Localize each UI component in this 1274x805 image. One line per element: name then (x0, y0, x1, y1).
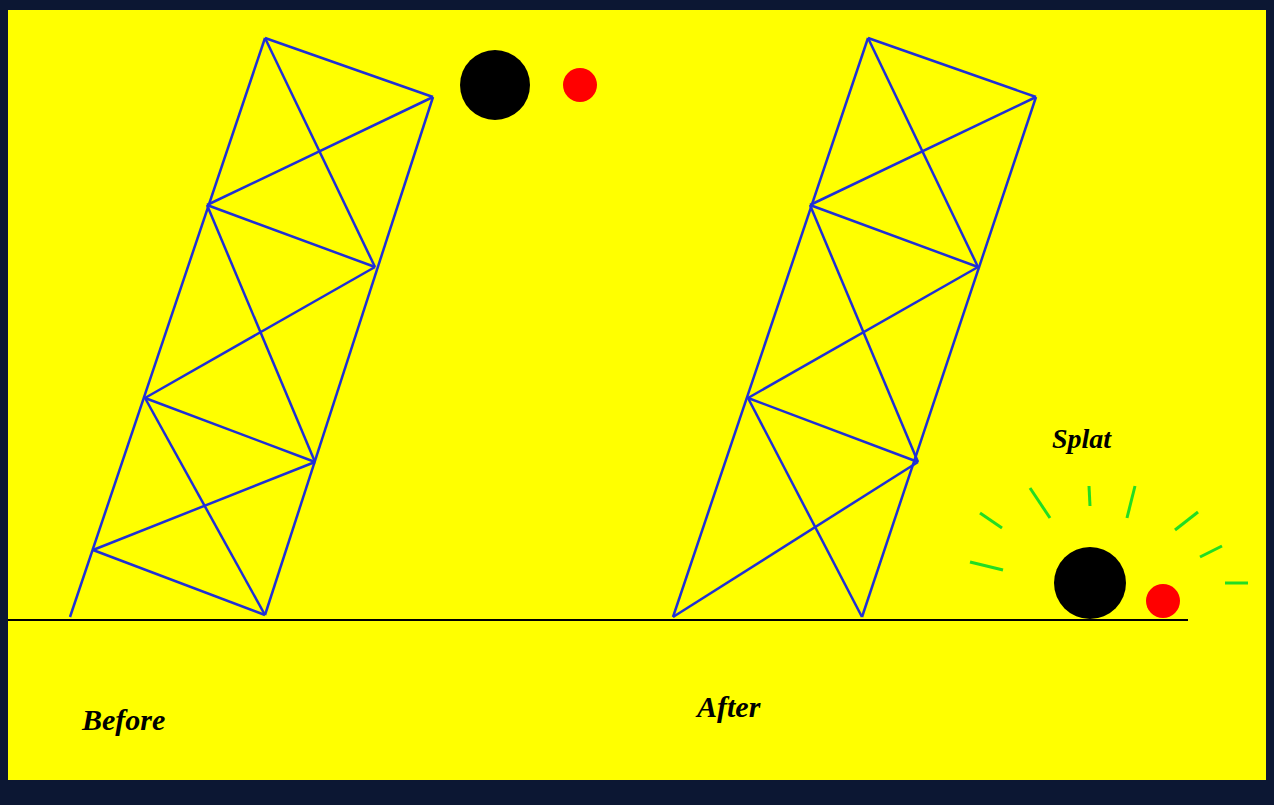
splat-marks (970, 486, 1248, 583)
light-ball (563, 68, 597, 102)
yellow-ground (8, 10, 1266, 780)
truss-tower-after (673, 38, 1036, 617)
caption-label: After (697, 692, 760, 722)
heavy-ball-landed (1054, 547, 1126, 619)
light-ball-landed (1146, 584, 1180, 618)
heavy-ball (460, 50, 530, 120)
ground-line (8, 619, 1188, 621)
truss-tower-before (70, 38, 433, 617)
sound-label: Splat (1052, 425, 1111, 453)
caption-label: Before (82, 705, 165, 735)
